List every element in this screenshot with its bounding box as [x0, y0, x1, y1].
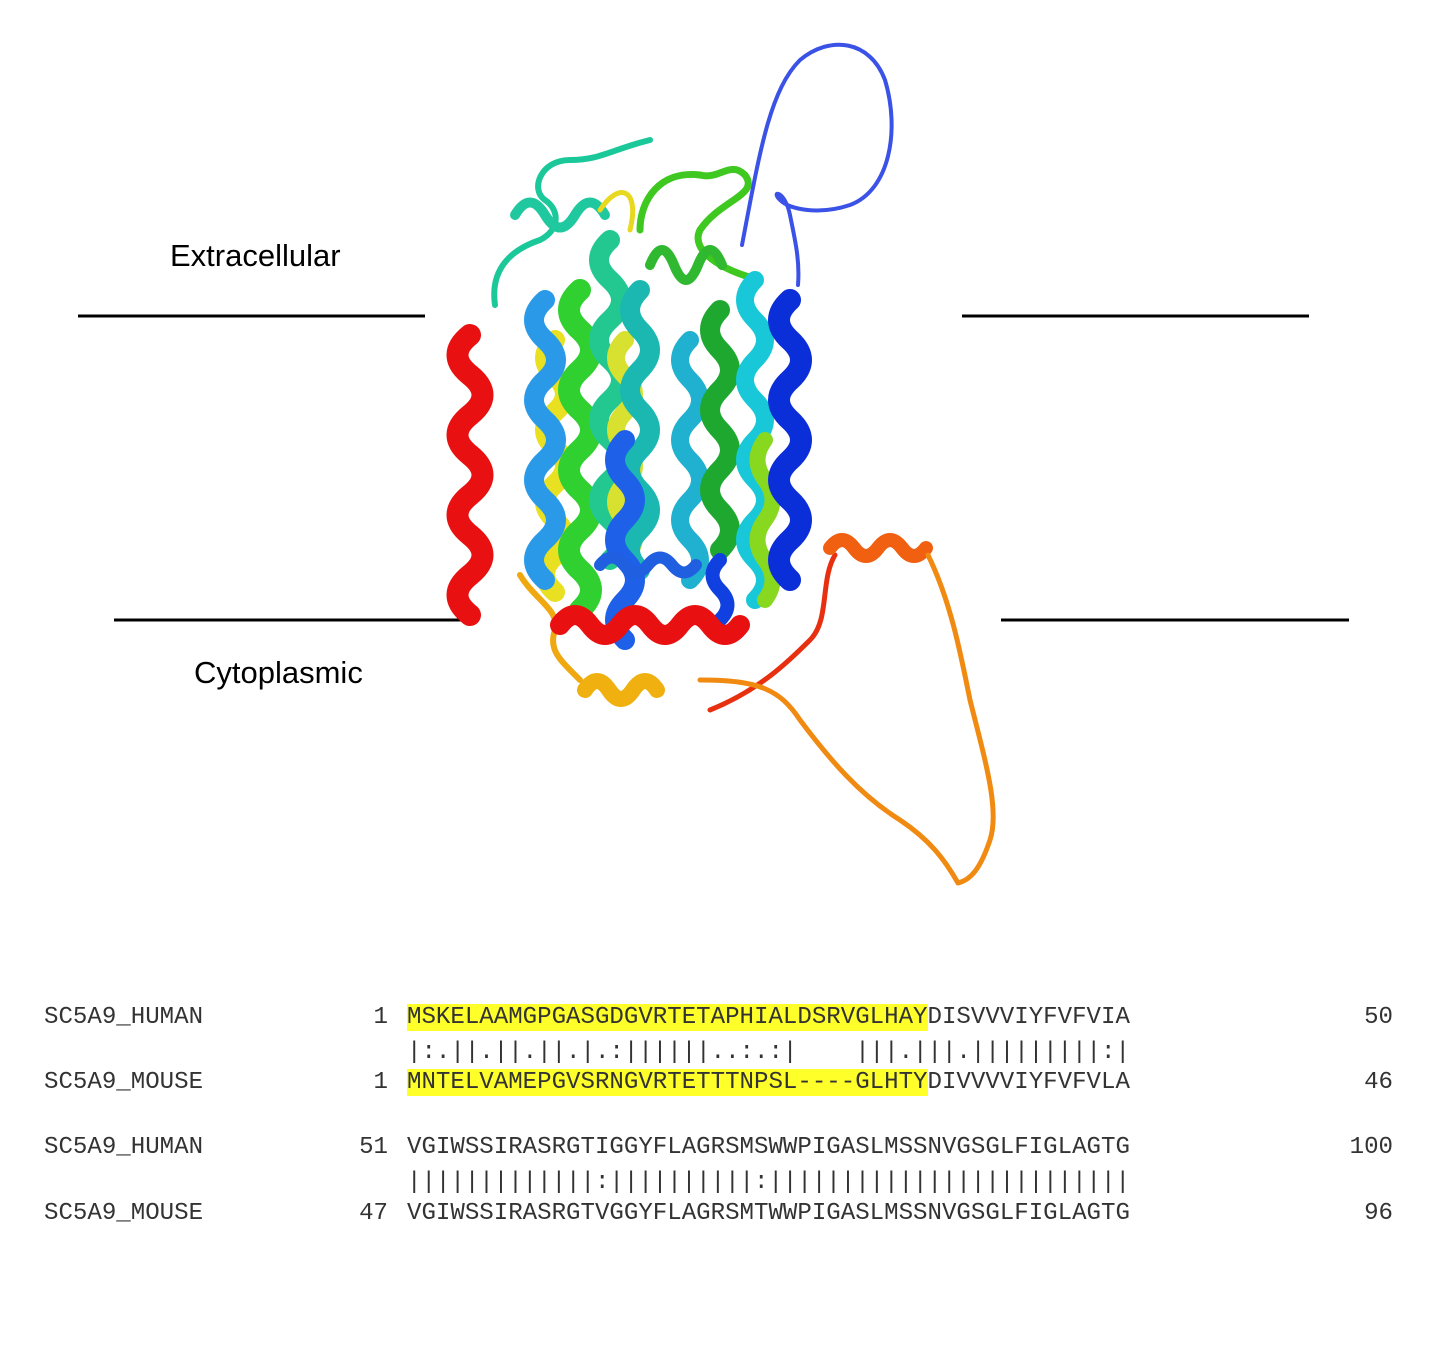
sequence-end: 50: [1364, 1004, 1393, 1031]
match-symbols: |:.||.||.||.|.:||||||..:.:| |||.|||.||||…: [407, 1039, 1130, 1066]
extracellular-label: Extracellular: [170, 238, 341, 273]
sequence-name: SC5A9_MOUSE: [44, 1069, 204, 1096]
alignment-row-mouse-2: SC5A9_MOUSE 47 VGIWSSIRASRGTVGGYFLAGRSMT…: [0, 1197, 1445, 1231]
tm-helix-blue-4: [594, 551, 702, 579]
sequence-start: 1: [373, 1069, 388, 1096]
tm-helix-green-2: [700, 300, 740, 560]
tm-helix-cyan-1: [671, 331, 709, 589]
cytoplasmic-helix-red: [550, 605, 750, 645]
extracellular-loop-yellow: [597, 190, 636, 233]
sequence-residues: MSKELAAMGPGASGDGVRTETAPHIALDSRVGLHAYDISV…: [407, 1001, 1130, 1035]
plain-residues: DIVVVVIYFVFVLA: [927, 1069, 1130, 1096]
sequence-name: SC5A9_HUMAN: [44, 1004, 204, 1031]
tm-helix-teal-2: [620, 280, 660, 580]
protein-structure-diagram: [78, 42, 1349, 886]
alignment-match-row-1: |:.||.||.||.|.:||||||..:.:| |||.|||.||||…: [0, 1036, 1445, 1070]
sequence-residues: MNTELVAMEPGVSRNGVRTETTTNPSL----GLHTYDIVV…: [407, 1066, 1130, 1100]
sequence-end: 46: [1364, 1069, 1393, 1096]
tm-helix-blue-1: [605, 430, 645, 650]
sequence-residues: VGIWSSIRASRGTIGGYFLAGRSMSWWPIGASLMSSNVGS…: [407, 1131, 1130, 1165]
sequence-name: SC5A9_MOUSE: [44, 1200, 204, 1227]
sequence-residues: VGIWSSIRASRGTVGGYFLAGRSMTWWPIGASLMSSNVGS…: [407, 1197, 1130, 1231]
tm-helix-blue-3: [705, 553, 735, 627]
tm-helix-green-1: [558, 279, 602, 621]
cytoplasmic-label: Cytoplasmic: [194, 655, 363, 690]
extracellular-loop-teal: [491, 137, 653, 308]
sequence-end: 100: [1349, 1134, 1393, 1161]
sequence-name: SC5A9_HUMAN: [44, 1134, 204, 1161]
tm-helix-blue-2: [768, 289, 812, 591]
tm-helix-red: [446, 324, 494, 626]
alignment-row-human-2: SC5A9_HUMAN 51 VGIWSSIRASRGTIGGYFLAGRSMS…: [0, 1131, 1445, 1165]
cytoplasmic-loop-red: [707, 552, 838, 713]
protein-ribbon: [446, 42, 996, 886]
tm-helix-skyblue-1: [524, 290, 566, 590]
highlighted-residues: MSKELAAMGPGASGDGVRTETAPHIALDSRVGLHAY: [407, 1004, 928, 1031]
sequence-start: 51: [359, 1134, 388, 1161]
alignment-row-human-1: SC5A9_HUMAN 1 MSKELAAMGPGASGDGVRTETAPHIA…: [0, 1001, 1445, 1035]
extracellular-helix-green: [645, 245, 727, 285]
plain-residues: VGIWSSIRASRGTIGGYFLAGRSMSWWPIGASLMSSNVGS…: [407, 1134, 1130, 1161]
cytoplasmic-loop-orange: [697, 552, 996, 886]
plain-residues: VGIWSSIRASRGTVGGYFLAGRSMTWWPIGASLMSSNVGS…: [407, 1200, 1130, 1227]
alignment-row-mouse-1: SC5A9_MOUSE 1 MNTELVAMEPGVSRNGVRTETTTNPS…: [0, 1066, 1445, 1100]
tm-helix-teal-1: [589, 230, 631, 570]
sequence-start: 1: [373, 1004, 388, 1031]
match-symbols: |||||||||||||:||||||||||:|||||||||||||||…: [407, 1169, 1130, 1196]
tm-helix-cyan-2: [736, 271, 774, 609]
cytoplasmic-helix-orange: [823, 533, 933, 563]
sequence-end: 96: [1364, 1200, 1393, 1227]
sequence-start: 47: [359, 1200, 388, 1227]
alignment-match-row-2: |||||||||||||:||||||||||:|||||||||||||||…: [0, 1166, 1445, 1200]
highlighted-residues: MNTELVAMEPGVSRNGVRTETTTNPSL----GLHTY: [407, 1069, 928, 1096]
plain-residues: DISVVVIYFVFVIA: [927, 1004, 1130, 1031]
cytoplasmic-helix-yellow: [577, 673, 665, 707]
extracellular-loop-green: [636, 165, 764, 284]
n-terminal-loop: [740, 42, 894, 287]
extracellular-helix-teal: [510, 197, 610, 233]
